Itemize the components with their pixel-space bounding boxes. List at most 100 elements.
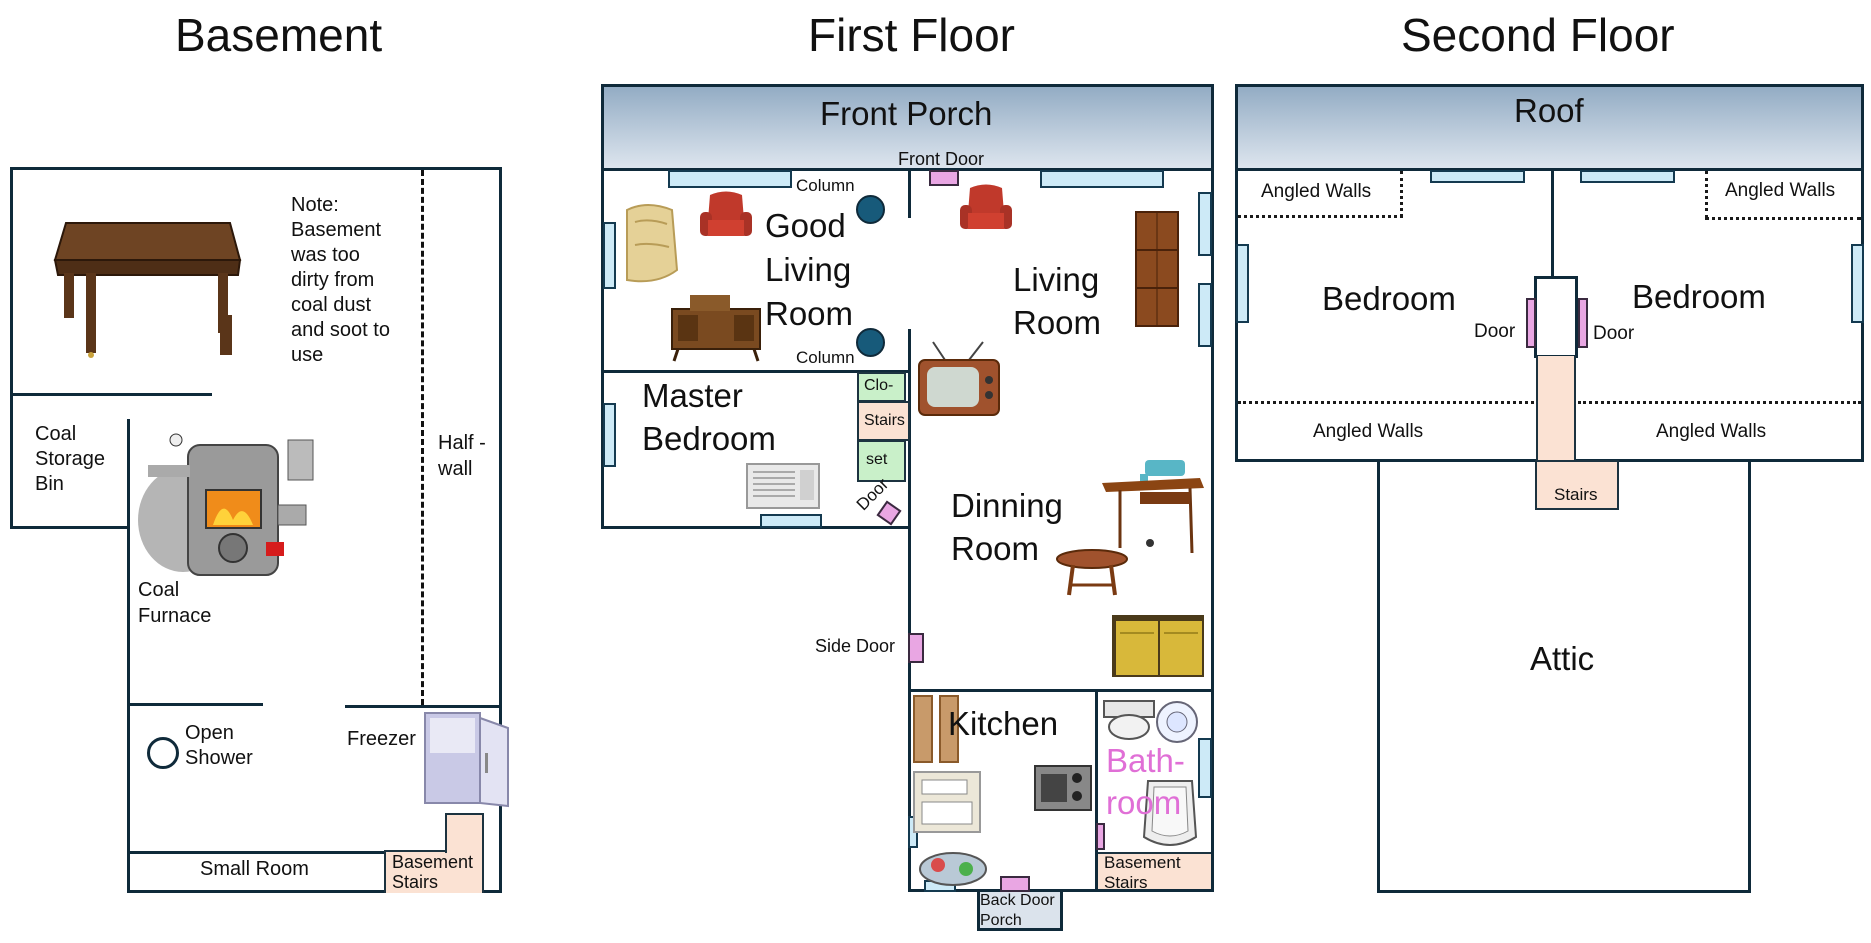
ff-back-door (1000, 876, 1030, 892)
ff-window-right-1 (1198, 192, 1212, 256)
basement-wall-upper-room-bottom (10, 393, 212, 396)
coal-furnace-icon (138, 433, 314, 576)
kitchen-label: Kitchen (948, 705, 1059, 742)
basement-half-wall-line (421, 170, 424, 705)
sf-wall-center (1551, 171, 1554, 279)
freezer-label: Freezer (347, 728, 416, 750)
angled-walls-tl-label: Angled Walls (1261, 181, 1372, 202)
ff-basement-stairs-box (1098, 852, 1211, 889)
ff-window-left-2 (603, 403, 616, 467)
ff-window-right-2 (1198, 283, 1212, 347)
closet-stairs-box (857, 401, 910, 441)
roof-label: Roof (1514, 92, 1584, 129)
sf-window-left (1236, 244, 1249, 323)
sf-door-left (1526, 298, 1536, 348)
door-right-label: Door (1593, 323, 1635, 344)
ff-basement-stairs-label: Basement Stairs (1104, 853, 1181, 892)
ff-side-door (908, 633, 924, 663)
ff-wall-kitchen-bath (1095, 689, 1098, 892)
bedroom-left-label: Bedroom (1322, 280, 1456, 317)
ff-window-left-1 (603, 222, 616, 289)
front-porch-label: Front Porch (820, 95, 993, 132)
ff-wall-center-top (908, 171, 911, 218)
title-basement: Basement (175, 9, 383, 61)
basement-stairs-label: Basement Stairs (392, 852, 474, 892)
column-bottom-label: Column (796, 348, 855, 367)
sf-wall-bottom-left (1235, 459, 1536, 462)
column-top-icon (856, 195, 885, 224)
console-stereo-icon (671, 295, 761, 362)
good-living-room-label: Good Living Room (765, 207, 854, 332)
front-door-label: Front Door (898, 149, 985, 169)
column-bottom-icon (856, 328, 885, 357)
ff-window-top-2 (1040, 170, 1164, 188)
oval-table-icon (1056, 549, 1128, 596)
dish-rack-icon (919, 852, 987, 886)
ff-wall-good-living-bottom (601, 370, 911, 373)
basement-stairs-box (384, 850, 484, 893)
coal-furnace-label: Coal Furnace (138, 579, 212, 627)
angled-walls-br-line (1578, 401, 1861, 404)
sf-stairs-hall (1536, 356, 1576, 462)
toilet-icon (1103, 700, 1155, 740)
sewing-machine-icon (1102, 460, 1204, 554)
angled-walls-tr-vertical (1705, 171, 1708, 218)
side-door-label: Side Door (815, 636, 896, 656)
basement-wall-left-upper (10, 167, 13, 529)
sink-icon (913, 771, 981, 833)
sf-stairs-label: Stairs (1554, 485, 1598, 504)
bathtub-icon (1142, 780, 1198, 846)
basement-wall-coal-bin-bottom (10, 526, 128, 529)
title-second-floor: Second Floor (1401, 9, 1675, 61)
ff-bath-door (1096, 823, 1105, 850)
open-shower-label: Open Shower (185, 722, 253, 769)
basement-stairs-box-upper (445, 813, 484, 853)
stove-icon (1034, 765, 1092, 811)
back-door-porch-label: Back Door Porch (980, 892, 1055, 929)
basement-note: Note: Basement was too dirty from coal d… (291, 194, 390, 366)
basement-wall-top (10, 167, 502, 170)
angled-walls-bl-label: Angled Walls (1313, 421, 1424, 442)
basement-shower-wall-left (127, 703, 263, 706)
small-room-label: Small Room (200, 858, 309, 880)
armchair-icon (700, 191, 752, 236)
basement-small-room-top (127, 851, 387, 854)
door-left-label: Door (1474, 321, 1516, 342)
freezer-icon (424, 712, 509, 808)
sf-window-top-2 (1580, 170, 1675, 183)
basement-shower-wall-right (345, 705, 502, 708)
angled-walls-tl-line (1238, 215, 1403, 218)
title-first-floor: First Floor (808, 9, 1015, 61)
angled-walls-tr-label: Angled Walls (1725, 180, 1836, 201)
ff-wall-master-bottom (601, 526, 911, 529)
washer-dryer-icon (1112, 615, 1204, 677)
table-icon (53, 222, 242, 358)
sf-stairs-box (1535, 460, 1619, 510)
tv-icon (918, 341, 1000, 416)
ff-wall-right (1211, 168, 1214, 892)
basement-wall-left-lower (127, 419, 130, 893)
ff-wall-left (601, 168, 604, 529)
attic-label: Attic (1530, 640, 1595, 677)
coal-storage-bin-label: Coal Storage Bin (35, 423, 106, 495)
sf-window-top-1 (1430, 170, 1525, 183)
sf-window-right (1851, 244, 1864, 323)
basement-wall-bottom (127, 890, 502, 893)
column-top-label: Column (796, 176, 855, 195)
closet-top-label: Clo- (864, 377, 894, 394)
ff-master-door (876, 500, 902, 526)
basement-wall-right (499, 167, 502, 893)
dresser-icon (1135, 211, 1179, 327)
living-room-label: Living Room (1013, 261, 1102, 341)
bedroom-right-label: Bedroom (1632, 278, 1766, 315)
ff-window-top-1 (668, 170, 792, 188)
angled-walls-tl-vertical (1400, 171, 1403, 217)
cabinets-icon (913, 695, 959, 763)
armchair-icon-2 (960, 184, 1012, 229)
sf-wall-bottom-right (1576, 459, 1864, 462)
sf-door-right (1578, 298, 1588, 348)
sink-bath-icon (1156, 701, 1198, 743)
master-bedroom-label: Master Bedroom (642, 377, 776, 457)
ff-window-bath (1198, 738, 1212, 798)
ff-wall-center-mid (908, 329, 911, 892)
